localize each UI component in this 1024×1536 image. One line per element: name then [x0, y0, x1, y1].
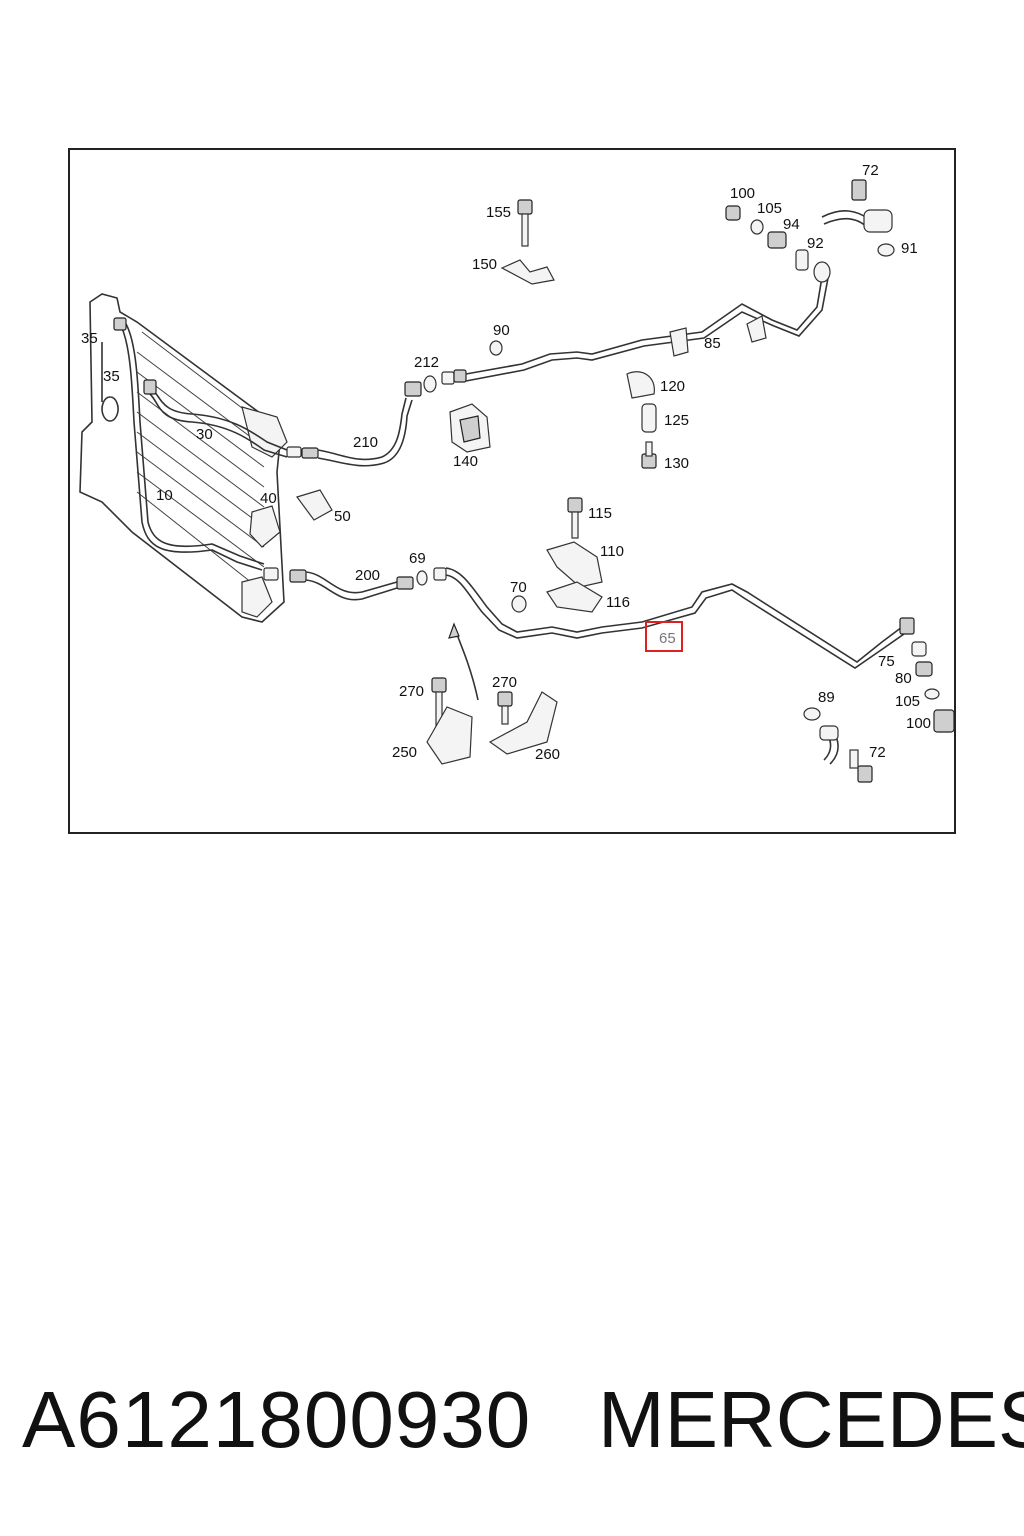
parts-diagram-frame: 155 150 100 105 94 92 72 91 35 35 90 85 … [68, 148, 956, 834]
upper-fittings [725, 179, 895, 271]
callout-69: 69 [409, 550, 426, 567]
part-number: A6121800930 [22, 1375, 532, 1464]
clamp-140 [449, 403, 491, 453]
callout-35-upper: 35 [81, 330, 98, 347]
callout-270-left: 270 [399, 683, 424, 700]
callout-labels: 155 150 100 105 94 92 72 91 35 35 90 85 … [81, 162, 931, 763]
callout-105-bottom: 105 [895, 693, 920, 710]
fitting-89-72 [803, 707, 873, 783]
callout-85: 85 [704, 335, 721, 352]
callout-110: 110 [600, 543, 624, 560]
callout-105-top: 105 [757, 200, 782, 217]
callout-140: 140 [453, 453, 478, 470]
clip-40-clamp-50 [249, 489, 333, 548]
clamp-120-stack [626, 371, 657, 469]
lower-fittings [911, 641, 954, 733]
callout-125: 125 [664, 412, 689, 429]
callout-80: 80 [895, 670, 912, 687]
callout-250: 250 [392, 744, 417, 761]
callout-89: 89 [818, 689, 835, 706]
callout-90: 90 [493, 322, 510, 339]
footer-caption: A6121800930 MERCEDES [0, 1375, 1024, 1465]
callout-210: 210 [353, 434, 378, 451]
callout-40: 40 [260, 490, 277, 507]
callout-75: 75 [878, 653, 895, 670]
callout-100-bottom: 100 [906, 715, 931, 732]
callout-155: 155 [486, 204, 511, 221]
callout-72-bottom: 72 [869, 744, 886, 761]
callout-120: 120 [660, 378, 685, 395]
parts-diagram: 155 150 100 105 94 92 72 91 35 35 90 85 … [79, 162, 954, 783]
callout-116: 116 [606, 594, 630, 611]
callout-92: 92 [807, 235, 824, 252]
callout-50: 50 [334, 508, 351, 525]
callout-270-right: 270 [492, 674, 517, 691]
lower-line-assembly [263, 567, 915, 669]
callout-10: 10 [156, 487, 173, 504]
callout-200: 200 [355, 567, 380, 584]
callout-91: 91 [901, 240, 918, 257]
radiator-assembly [79, 293, 288, 623]
highlight-box-65 [645, 621, 683, 652]
bracket-150 [500, 199, 555, 285]
brand-name: MERCEDES [598, 1375, 1024, 1464]
callout-130: 130 [664, 455, 689, 472]
callout-72-top: 72 [862, 162, 879, 179]
brackets-250-260 [426, 622, 558, 765]
callout-150: 150 [472, 256, 497, 273]
callout-70: 70 [510, 579, 527, 596]
bracket-110 [546, 497, 603, 613]
callout-35-lower: 35 [103, 368, 120, 385]
upper-line-assembly [113, 261, 831, 571]
callout-30: 30 [196, 426, 213, 443]
callout-100-top: 100 [730, 185, 755, 202]
callout-94: 94 [783, 216, 800, 233]
callout-212: 212 [414, 354, 439, 371]
callout-65: 65 [659, 630, 676, 647]
callout-260: 260 [535, 746, 560, 763]
callout-115: 115 [588, 505, 612, 522]
